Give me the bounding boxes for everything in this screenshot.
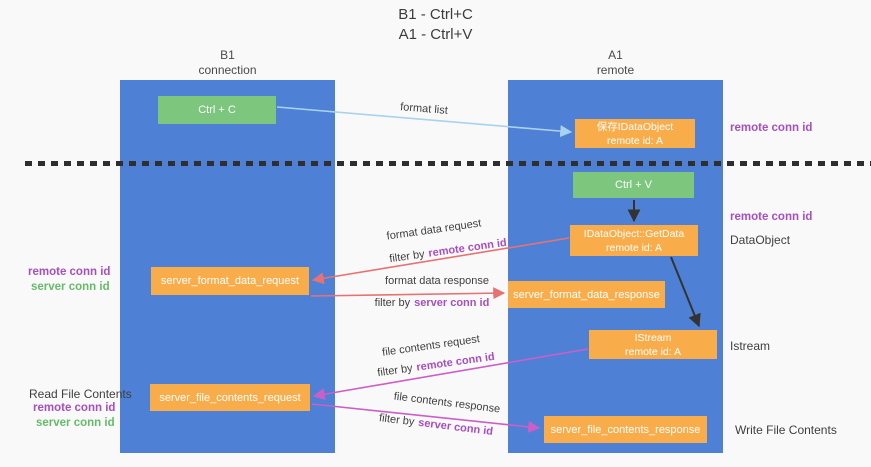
filter-by-text: filter by	[374, 297, 411, 309]
remote-conn-id-text: remote conn id	[415, 350, 496, 374]
annotation-left-remote-conn-id-2: remote conn id	[33, 402, 116, 414]
node-istream-line1: IStream	[634, 331, 672, 344]
annotation-remote-conn-id-mid: remote conn id	[730, 211, 813, 223]
node-server-format-data-response: server_format_data_response	[508, 281, 665, 308]
node-ctrl-v: Ctrl + V	[573, 172, 694, 198]
annotation-remote-conn-id-top: remote conn id	[730, 122, 813, 134]
node-ctrl-v-label: Ctrl + V	[615, 179, 652, 191]
node-istream-line2: remote id: A	[624, 345, 682, 358]
node-server-file-contents-response-label: server_file_contents_response	[550, 423, 701, 436]
annotation-istream: Istream	[730, 339, 771, 353]
filter-by-text: filter by	[378, 412, 416, 429]
label-format-list: format list	[399, 101, 449, 117]
node-idataobject-getdata-line1: IDataObject::GetData	[583, 227, 685, 240]
annotation-dataobject: DataObject	[730, 233, 791, 247]
lane-b1-subtitle: connection	[198, 63, 257, 77]
node-stored-idataobject-line2: remote id: A	[606, 134, 664, 147]
annotation-write-file-contents: Write File Contents	[735, 423, 837, 437]
lane-a1-name: A1	[608, 48, 623, 62]
annotation-read-file-contents: Read File Contents	[29, 387, 132, 401]
node-server-format-data-request-label: server_format_data_request	[160, 275, 300, 287]
server-conn-id-text: server conn id	[414, 297, 490, 309]
annotation-left-server-conn-id-2: server conn id	[36, 417, 115, 429]
diagram-title: B1 - Ctrl+C A1 - Ctrl+V	[0, 5, 871, 45]
node-server-file-contents-request-label: server_file_contents_request	[159, 391, 301, 404]
node-server-file-contents-response: server_file_contents_response	[544, 416, 707, 443]
arrow-format-data-response	[310, 287, 506, 300]
node-ctrl-c: Ctrl + C	[158, 96, 276, 124]
server-conn-id-text: server conn id	[417, 416, 494, 438]
label-format-data-request: format data request	[385, 217, 483, 243]
node-idataobject-getdata-line2: remote id: A	[605, 241, 663, 254]
node-stored-idataobject: 保存IDataObject remote id: A	[575, 119, 695, 148]
node-idataobject-getdata: IDataObject::GetData remote id: A	[570, 225, 698, 256]
lane-header-b1: B1 connection	[120, 48, 335, 78]
annotation-left-remote-conn-id-1: remote conn id	[28, 266, 111, 278]
node-stored-idataobject-line1: 保存IDataObject	[596, 120, 674, 133]
node-istream: IStream remote id: A	[589, 330, 717, 359]
node-server-format-data-response-label: server_format_data_response	[513, 288, 660, 301]
annotation-left-server-conn-id-1: server conn id	[31, 281, 110, 293]
lane-b1-name: B1	[220, 48, 235, 62]
lane-a1-subtitle: remote	[596, 63, 635, 77]
filter-by-text: filter by	[376, 362, 414, 380]
node-ctrl-c-label: Ctrl + C	[198, 104, 236, 116]
lane-header-a1: A1 remote	[508, 48, 723, 78]
label-format-data-response: format data response	[385, 275, 489, 287]
node-server-format-data-request: server_format_data_request	[151, 267, 309, 295]
remote-conn-id-text: remote conn id	[427, 236, 508, 260]
label-file-contents-response: file contents response	[393, 390, 501, 416]
title-line-2: A1 - Ctrl+V	[398, 26, 473, 43]
title-line-1: B1 - Ctrl+C	[398, 6, 473, 23]
filter-by-text: filter by	[388, 248, 426, 266]
node-server-file-contents-request: server_file_contents_request	[150, 384, 310, 411]
